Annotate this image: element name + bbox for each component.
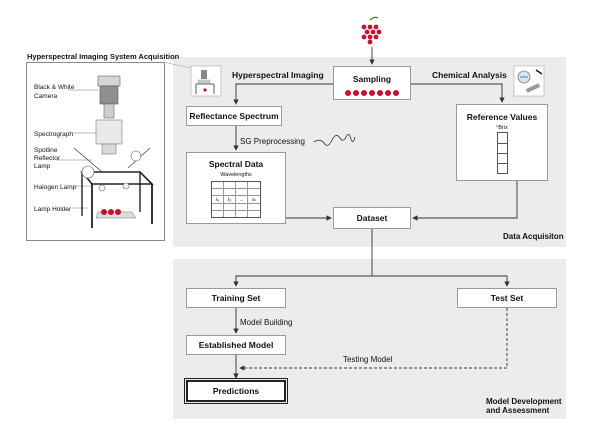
reference-values-column	[496, 132, 508, 174]
model-building-label: Model Building	[240, 318, 293, 327]
wl-cell: λ₁	[212, 196, 224, 203]
predictions-box: Predictions	[184, 378, 288, 404]
dataset-box: Dataset	[333, 207, 411, 229]
data-acquisition-section-label: Data Acquisiton	[503, 232, 564, 241]
spectral-data-box: Spectral Data Wavelengths λ₁ λ₂ ... λₙ	[186, 152, 286, 224]
label-halogen-lamp: Halogen Lamp	[34, 184, 77, 191]
chemical-analysis-label: Chemical Analysis	[432, 70, 507, 80]
grape-samples-icon	[345, 90, 399, 96]
wavelength-grid: λ₁ λ₂ ... λₙ	[211, 181, 261, 218]
hsi-system-title: Hyperspectral Imaging System Acquisition	[27, 52, 180, 61]
sg-preprocessing-label: SG Preprocessing	[240, 137, 305, 146]
wavelengths-label: Wavelengths	[220, 172, 252, 178]
sampling-box: Sampling	[333, 66, 411, 100]
reference-values-box: Reference Values °Brix	[456, 104, 548, 181]
training-set-box: Training Set	[186, 288, 286, 308]
wl-cell: ...	[236, 196, 248, 203]
label-lamp-holder: Lamp Holder	[34, 206, 72, 213]
label-spotline-lamp: Spotline Reflector Lamp	[34, 147, 61, 170]
spectral-data-label: Spectral Data	[208, 159, 264, 169]
label-spectrograph: Spectrograph	[34, 131, 74, 138]
hsi-system-frame	[26, 62, 165, 241]
testing-model-label: Testing Model	[343, 355, 393, 364]
wl-cell: λₙ	[251, 197, 257, 202]
established-model-box: Established Model	[186, 335, 286, 355]
brix-label: °Brix	[496, 125, 508, 131]
test-set-box: Test Set	[457, 288, 557, 308]
wl-cell: λ₂	[224, 196, 236, 203]
reflectance-spectrum-box: Reflectance Spectrum	[186, 106, 282, 126]
hyperspectral-imaging-label: Hyperspectral Imaging	[232, 70, 324, 80]
sampling-label: Sampling	[352, 74, 392, 84]
reference-values-label: Reference Values	[466, 112, 538, 122]
label-camera: Black & White Camera	[34, 84, 75, 100]
model-development-section-label: Model Development and Assessment	[486, 397, 562, 415]
